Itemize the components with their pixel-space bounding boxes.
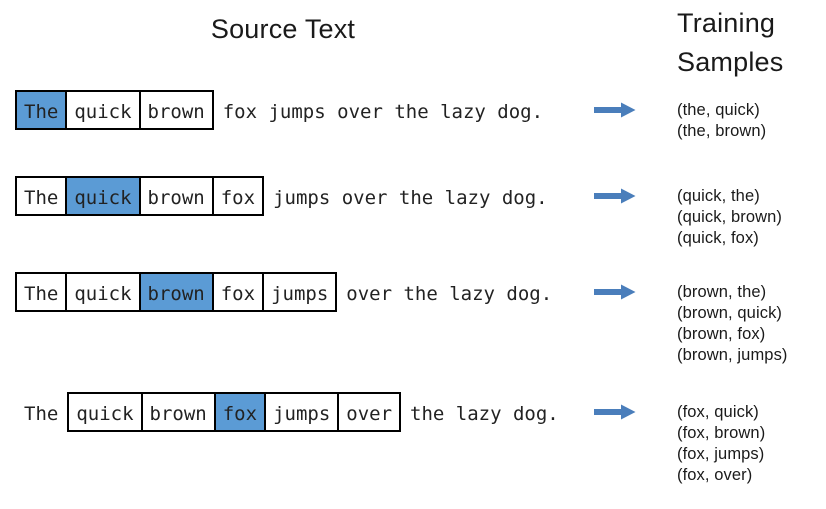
- training-samples-heading-line-1: Training: [677, 8, 776, 38]
- word-cell-over[interactable]: over: [338, 392, 402, 432]
- training-sample-group-the: (the, quick) (the, brown): [677, 100, 766, 142]
- training-sample-pair: (brown, the): [677, 283, 767, 301]
- training-sample-pair: (fox, brown): [677, 424, 766, 442]
- training-sample-pair: (the, quick): [677, 101, 760, 119]
- word-cell-quick[interactable]: quick: [67, 392, 142, 432]
- training-sample-group-brown: (brown, the) (brown, quick) (brown, fox) (b…: [677, 282, 788, 366]
- right-arrow-icon: [594, 188, 636, 204]
- sentence-trailing-text: fox jumps over the lazy dog.: [222, 101, 544, 123]
- word-cell-brown[interactable]: brown: [141, 392, 215, 432]
- training-sample-pair: (brown, quick): [677, 304, 783, 322]
- word-cell-jumps[interactable]: jumps: [265, 392, 339, 432]
- word-cell-highlighted-brown[interactable]: brown: [139, 272, 213, 312]
- training-sample-pair: (quick, fox): [677, 229, 759, 247]
- sentence-trailing-text: over the lazy dog.: [346, 283, 553, 305]
- training-sample-pair: (the, brown): [677, 122, 767, 140]
- right-arrow-icon: [594, 284, 636, 300]
- word-cell-highlighted-quick[interactable]: quick: [66, 176, 140, 216]
- training-sample-pair: (quick, the): [677, 187, 760, 205]
- training-samples-heading: Training Samples: [677, 4, 826, 82]
- training-samples-heading-line-2: Samples: [677, 47, 784, 77]
- training-sample-pair: (quick, brown): [677, 208, 783, 226]
- training-sample-pair: (brown, jumps): [677, 346, 788, 364]
- word-cell-quick[interactable]: quick: [66, 272, 140, 312]
- word-cell-highlighted-fox[interactable]: fox: [214, 392, 266, 432]
- sentence-trailing-text: the lazy dog.: [410, 403, 559, 425]
- word-cell-brown[interactable]: brown: [139, 90, 214, 130]
- word-cell-fox[interactable]: fox: [212, 176, 265, 216]
- training-sample-pair: (fox, jumps): [677, 445, 765, 463]
- training-sample-group-quick: (quick, the) (quick, brown) (quick, fox): [677, 186, 782, 249]
- training-sample-pair: (fox, quick): [677, 403, 759, 421]
- source-text-heading: Source Text: [210, 14, 356, 44]
- sentence-lead-text: The: [24, 403, 59, 425]
- right-arrow-icon: [594, 404, 636, 420]
- word-cell-highlighted-the[interactable]: The: [15, 90, 67, 130]
- training-sample-pair: (fox, over): [677, 466, 753, 484]
- word-cell-jumps[interactable]: jumps: [263, 272, 338, 312]
- word-cell-fox[interactable]: fox: [212, 272, 264, 312]
- word-cell-the[interactable]: The: [15, 272, 67, 312]
- word-cell-the[interactable]: The: [15, 176, 67, 216]
- word-cell-quick[interactable]: quick: [66, 90, 140, 130]
- right-arrow-icon: [594, 102, 636, 118]
- training-sample-pair: (brown, fox): [677, 325, 766, 343]
- training-sample-group-fox: (fox, quick) (fox, brown) (fox, jumps) (fox…: [677, 402, 765, 486]
- word-cell-brown[interactable]: brown: [139, 176, 213, 216]
- sentence-trailing-text: jumps over the lazy dog.: [273, 187, 548, 209]
